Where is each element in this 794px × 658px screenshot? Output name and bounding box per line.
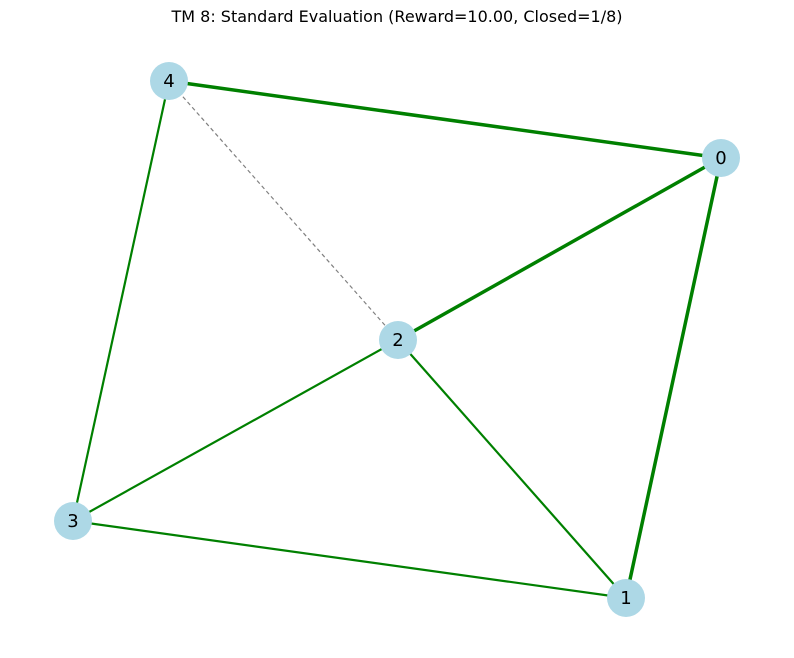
node-4: 4 (150, 62, 188, 100)
node-label: 1 (620, 588, 631, 609)
edge-4-0 (168, 79, 722, 160)
edge-0-1 (624, 157, 723, 599)
edge-0-2 (397, 156, 722, 342)
diagram-title: TM 8: Standard Evaluation (Reward=10.00,… (171, 7, 623, 26)
node-circle (702, 139, 740, 177)
node-circle (379, 321, 417, 359)
node-3: 3 (54, 502, 92, 540)
node-label: 2 (392, 330, 403, 351)
node-label: 3 (67, 511, 78, 532)
node-circle (54, 502, 92, 540)
node-circle (607, 579, 645, 617)
edge-4-2 (168, 80, 399, 341)
node-1: 1 (607, 579, 645, 617)
edge-3-1 (72, 519, 627, 600)
edge-4-3 (71, 80, 171, 522)
edge-2-1 (397, 339, 627, 599)
edge-2-3 (72, 339, 399, 522)
node-2: 2 (379, 321, 417, 359)
node-label: 0 (715, 148, 726, 169)
node-circle (150, 62, 188, 100)
nodes-layer: 0 1 2 3 4 (54, 62, 740, 617)
node-label: 4 (163, 71, 174, 92)
node-0: 0 (702, 139, 740, 177)
edges-layer (71, 79, 723, 600)
